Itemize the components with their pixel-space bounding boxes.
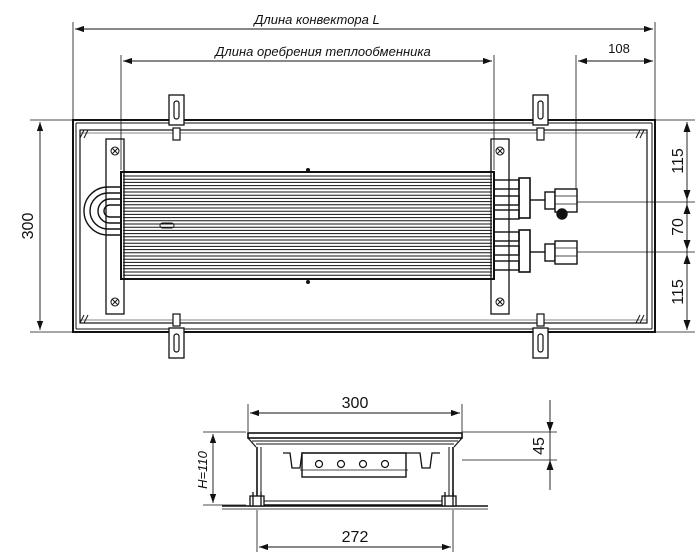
mounting-bracket-top-right (532, 94, 549, 141)
top-view: Длина конвектора L Длина оребрения тепло… (20, 12, 695, 359)
heat-exchanger-fins (120, 171, 495, 280)
mounting-bracket-top-left (168, 94, 185, 141)
length-label: Длина конвектора L (252, 12, 379, 27)
section-foot-right (441, 492, 457, 507)
valve-lower (544, 240, 578, 265)
pipe-u-bend (83, 186, 121, 236)
section-bottom-width-label: 272 (342, 529, 369, 546)
segment-bottom-label: 115 (670, 279, 687, 305)
fin-lines (123, 175, 492, 276)
height-label: 300 (20, 213, 37, 240)
mounting-bracket-bottom-left (168, 313, 185, 359)
section-body (256, 447, 454, 506)
offset-label: 108 (608, 41, 630, 56)
segment-mid-label: 70 (670, 218, 687, 236)
section-view: 300 272 H=110 45 (195, 395, 557, 552)
mounting-bracket-bottom-right (532, 313, 549, 359)
fin-length-label: Длина оребрения теплообменника (213, 44, 430, 59)
heat-exchanger-pipes (493, 177, 545, 273)
fixing-screw (110, 146, 505, 307)
section-top-part-label: 45 (531, 437, 548, 455)
valve-upper (544, 188, 578, 220)
segment-top-label: 115 (670, 148, 687, 174)
section-foot-left (249, 492, 265, 507)
section-grille (247, 432, 463, 439)
section-height-label: H=110 (195, 450, 210, 488)
convector-frame (72, 119, 656, 333)
section-top-width-label: 300 (342, 395, 369, 412)
